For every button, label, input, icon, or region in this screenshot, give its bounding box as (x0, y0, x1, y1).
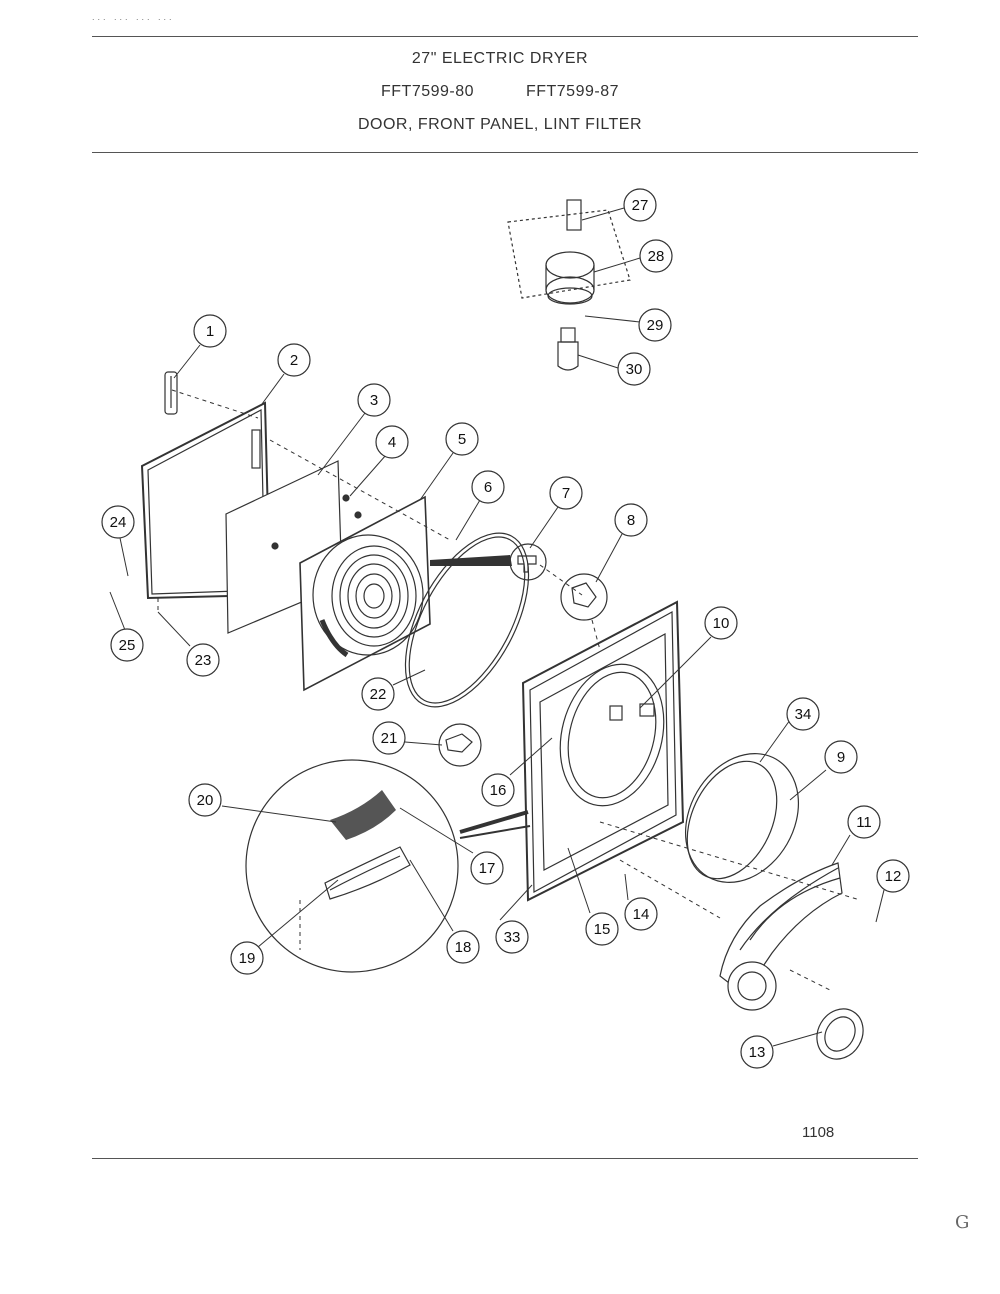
hinge-detail (438, 723, 482, 767)
page-number: 1108 (802, 1124, 835, 1141)
svg-text:23: 23 (195, 652, 212, 669)
svg-text:19: 19 (239, 950, 256, 967)
svg-text:27: 27 (632, 197, 649, 214)
model-number-2: FFT7599-87 (525, 83, 619, 100)
footer-rule (92, 1158, 918, 1159)
callout-28: 28 (639, 239, 673, 273)
door-gasket-ring (404, 532, 530, 708)
header-bottom-rule (92, 152, 918, 153)
svg-text:10: 10 (713, 615, 730, 632)
assembly-guides (157, 389, 861, 991)
callout-20: 20 (188, 783, 222, 817)
callout-12: 12 (876, 859, 910, 893)
svg-text:17: 17 (479, 860, 496, 877)
header-top-rule (92, 36, 918, 37)
callout-15: 15 (585, 912, 619, 946)
svg-text:18: 18 (455, 939, 472, 956)
callout-25: 25 (110, 628, 144, 662)
lint-filter-assembly (507, 199, 631, 371)
door-handle (164, 371, 178, 415)
corner-mark: G (955, 1212, 970, 1233)
lint-duct (719, 862, 843, 1011)
callout-30: 30 (617, 352, 651, 386)
callout-16: 16 (481, 773, 515, 807)
header-stamp: ... ... ... ... (92, 12, 175, 22)
svg-text:28: 28 (648, 248, 665, 265)
svg-text:9: 9 (837, 749, 845, 766)
front-seal-ring (686, 760, 778, 880)
callout-1: 1 (193, 314, 227, 348)
door-catch-detail (560, 573, 608, 621)
svg-text:34: 34 (795, 706, 812, 723)
callout-27: 27 (623, 188, 657, 222)
svg-text:2: 2 (290, 352, 298, 369)
section-title: DOOR, FRONT PANEL, LINT FILTER (357, 116, 643, 133)
svg-text:24: 24 (110, 514, 127, 531)
callout-13: 13 (740, 1035, 774, 1069)
callout-21: 21 (372, 721, 406, 755)
svg-text:7: 7 (562, 485, 570, 502)
svg-text:21: 21 (381, 730, 398, 747)
callout-22: 22 (361, 677, 395, 711)
duct-seal (816, 1008, 864, 1060)
magnified-detail (245, 759, 531, 973)
callout-2: 2 (277, 343, 311, 377)
callout-19: 19 (230, 941, 264, 975)
callout-33: 33 (495, 920, 529, 954)
callout-6: 6 (471, 470, 505, 504)
callout-leaders (109, 207, 885, 1047)
door-inner-screw (271, 542, 279, 550)
screw-4b (354, 511, 362, 519)
callout-18: 18 (446, 930, 480, 964)
callout-8: 8 (614, 503, 648, 537)
svg-text:15: 15 (594, 921, 611, 938)
svg-text:4: 4 (388, 434, 396, 451)
model-numbers: FFT7599-80 FFT7599-87 (0, 83, 1000, 101)
model-number-1: FFT7599-80 (381, 83, 475, 100)
page-title: 27" ELECTRIC DRYER (411, 50, 589, 67)
svg-text:8: 8 (627, 512, 635, 529)
svg-text:13: 13 (749, 1044, 766, 1061)
svg-text:25: 25 (119, 637, 136, 654)
callout-11: 11 (847, 805, 881, 839)
svg-text:29: 29 (647, 317, 664, 334)
callout-3: 3 (357, 383, 391, 417)
front-panel (521, 600, 685, 902)
screw-4a (342, 494, 350, 502)
svg-text:33: 33 (504, 929, 521, 946)
callout-5: 5 (445, 422, 479, 456)
callout-9: 9 (824, 740, 858, 774)
bulkhead-ring (684, 753, 800, 883)
callout-7: 7 (549, 476, 583, 510)
door-liner-with-grille (299, 495, 431, 692)
svg-text:16: 16 (490, 782, 507, 799)
svg-text:22: 22 (370, 686, 387, 703)
door-strike-detail (430, 543, 547, 581)
svg-text:11: 11 (856, 814, 872, 831)
callout-24: 24 (101, 505, 135, 539)
callout-4: 4 (375, 425, 409, 459)
callout-29: 29 (638, 308, 672, 342)
svg-text:14: 14 (633, 906, 650, 923)
callout-10: 10 (704, 606, 738, 640)
svg-text:1: 1 (206, 323, 214, 340)
svg-text:5: 5 (458, 431, 466, 448)
callout-17: 17 (470, 851, 504, 885)
svg-text:12: 12 (885, 868, 902, 885)
svg-text:6: 6 (484, 479, 492, 496)
callout-14: 14 (624, 897, 658, 931)
svg-text:30: 30 (626, 361, 643, 378)
svg-text:20: 20 (197, 792, 214, 809)
svg-text:3: 3 (370, 392, 378, 409)
callout-23: 23 (186, 643, 220, 677)
callout-34: 34 (786, 697, 820, 731)
